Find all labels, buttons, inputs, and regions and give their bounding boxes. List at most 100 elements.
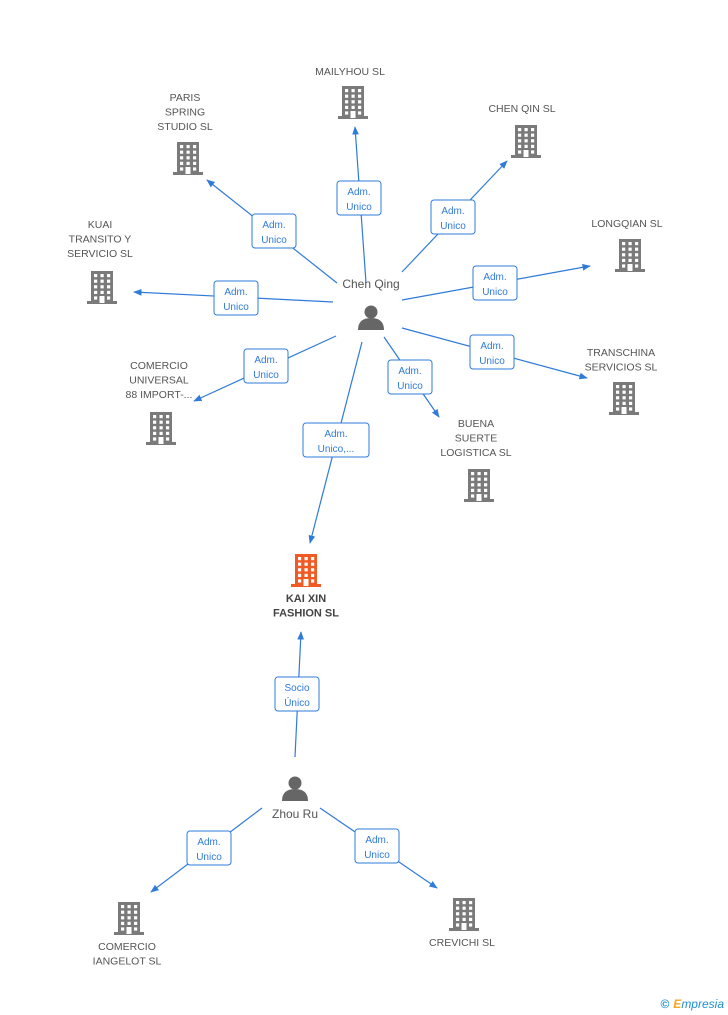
edge-role-text: Adm. bbox=[224, 287, 247, 298]
edge-chen-mailyhou: Adm. Unico bbox=[336, 126, 382, 284]
company-node-longqian[interactable]: LONGQIAN SL bbox=[591, 218, 663, 272]
edge-role-text: Adm. bbox=[347, 187, 370, 198]
company-node-transchina[interactable]: TRANSCHINA SERVICIOS SL bbox=[585, 347, 658, 415]
edge-role-box bbox=[243, 348, 289, 384]
edge-zhou-iangelot: Adm. Unico bbox=[150, 807, 263, 893]
company-name: IANGELOT SL bbox=[93, 956, 162, 968]
building-icon bbox=[291, 554, 321, 587]
footer-brand: ©Empresia bbox=[660, 997, 724, 1011]
edge-role-text: Adm. bbox=[324, 429, 347, 440]
edge-role-badge[interactable]: Adm. Unico,... bbox=[302, 422, 370, 458]
edge-zhou-crevichi: Adm. Unico bbox=[319, 807, 438, 889]
company-name: SUERTE bbox=[455, 433, 497, 445]
company-node-kuai[interactable]: KUAI TRANSITO Y SERVICIO SL bbox=[67, 219, 133, 304]
person-name: Chen Qing bbox=[342, 277, 399, 291]
company-name: UNIVERSAL bbox=[129, 375, 189, 387]
edge-role-box bbox=[472, 265, 518, 301]
company-name: CREVICHI SL bbox=[429, 937, 495, 949]
edge-role-text: Adm. bbox=[262, 220, 285, 231]
edge-role-box bbox=[354, 828, 400, 864]
edge-role-text: Adm. bbox=[197, 837, 220, 848]
company-node-mailyhou[interactable]: MAILYHOU SL bbox=[315, 66, 385, 119]
company-name: LONGQIAN SL bbox=[591, 218, 662, 230]
edge-role-text: Adm. bbox=[365, 835, 388, 846]
edge-role-badge[interactable]: Adm. Unico bbox=[186, 830, 232, 866]
edge-role-badge[interactable]: Adm. Unico bbox=[336, 180, 382, 216]
edge-role-text: Unico bbox=[482, 287, 508, 298]
edge-chen-buena: Adm. Unico bbox=[383, 336, 440, 418]
company-node-crevichi[interactable]: CREVICHI SL bbox=[429, 898, 495, 949]
edge-chen-transchina: Adm. Unico bbox=[401, 327, 588, 380]
company-name: KAI XIN bbox=[286, 593, 326, 605]
building-icon bbox=[511, 125, 541, 158]
company-name: FASHION SL bbox=[273, 608, 339, 620]
nodes-layer: KAI XIN FASHION SL MAILYHOU SL PARISSPRINGS… bbox=[67, 66, 663, 968]
edge-role-badge[interactable]: Adm. Unico bbox=[472, 265, 518, 301]
edge-role-box bbox=[274, 676, 320, 712]
edge-role-badge[interactable]: Adm. Unico bbox=[251, 213, 297, 249]
edge-role-badge[interactable]: Adm. Unico bbox=[243, 348, 289, 384]
edge-role-text: Unico bbox=[364, 850, 390, 861]
building-icon bbox=[173, 142, 203, 175]
building-icon bbox=[146, 412, 176, 445]
edge-role-box bbox=[186, 830, 232, 866]
company-name: COMERCIO bbox=[130, 360, 188, 372]
building-icon bbox=[87, 271, 117, 304]
person-icon bbox=[282, 776, 308, 801]
edge-role-badge[interactable]: Adm.Unico bbox=[213, 280, 259, 316]
edges-layer: Adm.UnicoAdm.UnicoAdm.UnicoAdm.UnicoAdm.… bbox=[133, 126, 591, 893]
edge-role-text: Adm. bbox=[254, 355, 277, 366]
edge-role-text: Unico bbox=[253, 370, 279, 381]
edge-chen-kuai: Adm.Unico bbox=[133, 280, 334, 316]
company-node-chenqin[interactable]: CHEN QIN SL bbox=[488, 103, 556, 158]
edge-role-text: Socio bbox=[284, 683, 309, 694]
edge-role-text: Adm. bbox=[483, 272, 506, 283]
company-node-iangelot[interactable]: COMERCIO IANGELOT SL bbox=[93, 902, 162, 968]
edge-role-text: Adm. bbox=[441, 206, 464, 217]
edge-chen-main: Adm. Unico,... bbox=[302, 341, 370, 544]
company-name: TRANSITO Y bbox=[69, 234, 132, 246]
copyright-symbol: © bbox=[660, 997, 670, 1011]
building-icon bbox=[338, 86, 368, 119]
company-name: COMERCIO bbox=[98, 941, 156, 953]
edge-role-text: Unico bbox=[346, 202, 372, 213]
edge-role-text: Unico,... bbox=[318, 444, 355, 455]
brand-logo-initial: E bbox=[673, 997, 682, 1011]
company-name: STUDIO SL bbox=[157, 121, 213, 133]
edge-role-text: Adm. bbox=[398, 366, 421, 377]
company-node-main[interactable]: KAI XIN FASHION SL bbox=[273, 554, 339, 620]
building-icon bbox=[449, 898, 479, 931]
edge-role-text: Unico bbox=[479, 356, 505, 367]
person-node-zhou[interactable]: Zhou Ru bbox=[272, 776, 318, 822]
edge-role-box bbox=[213, 280, 259, 316]
edge-role-box bbox=[469, 334, 515, 370]
person-name: Zhou Ru bbox=[272, 807, 318, 821]
building-icon bbox=[464, 469, 494, 502]
company-name: MAILYHOU SL bbox=[315, 66, 385, 78]
company-name: CHEN QIN SL bbox=[488, 103, 555, 115]
company-name: BUENA bbox=[458, 418, 494, 430]
edge-role-badge[interactable]: Adm. Unico bbox=[430, 199, 476, 235]
company-name: SERVICIO SL bbox=[67, 248, 133, 260]
person-node-chen[interactable]: Chen Qing bbox=[342, 277, 400, 330]
company-name: KUAI bbox=[88, 219, 113, 231]
building-icon bbox=[114, 902, 144, 935]
edge-role-badge[interactable]: Adm. Unico bbox=[354, 828, 400, 864]
edge-role-text: Único bbox=[284, 696, 310, 709]
edge-role-text: Unico bbox=[397, 381, 423, 392]
edge-role-badge[interactable]: Adm. Unico bbox=[387, 359, 433, 395]
edge-role-text: Unico bbox=[261, 235, 287, 246]
edge-role-text: Adm. bbox=[480, 341, 503, 352]
edge-role-text: Unico bbox=[440, 221, 466, 232]
company-name: TRANSCHINA bbox=[587, 347, 655, 359]
company-name: SERVICIOS SL bbox=[585, 362, 658, 374]
edge-role-text: Unico bbox=[196, 852, 222, 863]
edge-role-badge[interactable]: Adm. Unico bbox=[469, 334, 515, 370]
edge-chen-longqian: Adm. Unico bbox=[401, 264, 591, 301]
